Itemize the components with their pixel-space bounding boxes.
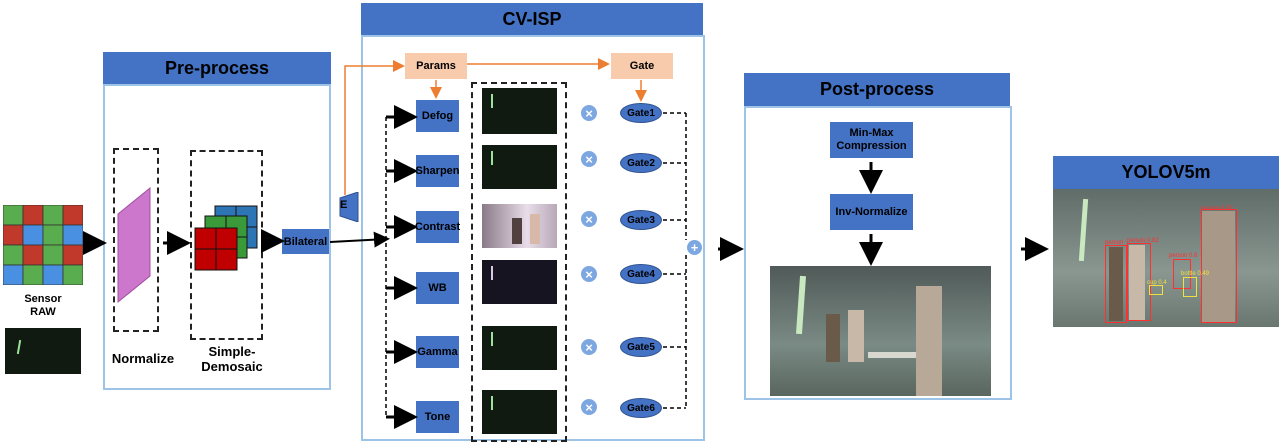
module-wb: WB xyxy=(416,272,459,304)
encoder-shape xyxy=(337,191,359,223)
gate-box: Gate xyxy=(611,53,673,79)
multiply-icon-4: × xyxy=(581,266,597,282)
multiply-icon-1: × xyxy=(581,105,597,121)
params-box: Params xyxy=(405,53,467,79)
gate-3: Gate3 xyxy=(620,210,662,230)
demosaic-label-2: Demosaic xyxy=(201,359,263,374)
detection-label-3: person 0.82 xyxy=(1127,238,1159,244)
sensor-label: Sensor xyxy=(24,293,62,305)
minmax-compression-box: Min-Max Compression xyxy=(830,122,913,158)
raw-label: RAW xyxy=(30,306,56,318)
contrast-thumbnail xyxy=(482,204,557,248)
demosaic-label-1: Simple- xyxy=(208,344,256,359)
multiply-icon-5: × xyxy=(581,339,597,355)
bayer-pattern-icon xyxy=(2,204,84,286)
module-tone: Tone xyxy=(416,401,459,433)
gate-6: Gate6 xyxy=(620,398,662,418)
yolo-output-image: person 0.92 person person 0.82 person 0.… xyxy=(1053,189,1279,327)
module-sharpen: Sharpen xyxy=(416,155,460,187)
sharpen-thumbnail xyxy=(482,145,557,189)
sum-icon: + xyxy=(687,240,702,255)
raw-thumbnail xyxy=(5,328,81,374)
multiply-icon-6: × xyxy=(581,399,597,415)
normalize-label: Normalize xyxy=(111,351,175,366)
gamma-thumbnail xyxy=(482,326,557,370)
gate-4: Gate4 xyxy=(620,264,662,284)
post-output-image xyxy=(770,266,991,396)
gate-1: Gate1 xyxy=(620,103,662,123)
minmax-label-2: Compression xyxy=(836,140,907,152)
multiply-icon-3: × xyxy=(581,211,597,227)
module-contrast: Contrast xyxy=(415,211,460,243)
inv-normalize-box: Inv-Normalize xyxy=(830,194,913,230)
tone-thumbnail xyxy=(482,390,557,434)
post-process-header: Post-process xyxy=(744,73,1010,106)
yolo-header: YOLOV5m xyxy=(1053,156,1279,189)
detection-label-4: person 0.6 xyxy=(1169,253,1198,259)
bilateral-box: Bilateral xyxy=(282,229,329,254)
pre-process-header: Pre-process xyxy=(103,52,331,84)
gate-5: Gate5 xyxy=(620,337,662,357)
detection-label-2: person xyxy=(1105,240,1124,246)
minmax-label-1: Min-Max xyxy=(849,127,894,139)
detection-label-5: bottle 0.49 xyxy=(1181,271,1210,277)
multiply-icon-2: × xyxy=(581,151,597,167)
module-gamma: Gamma xyxy=(416,336,459,368)
detection-label-6: cup 0.4 xyxy=(1147,280,1167,286)
gate-2: Gate2 xyxy=(620,153,662,173)
encoder-label: E xyxy=(340,199,348,211)
thumbnails-box xyxy=(471,82,567,442)
defog-thumbnail xyxy=(482,88,557,134)
cv-isp-header: CV-ISP xyxy=(361,3,703,35)
module-defog: Defog xyxy=(416,100,459,132)
wb-thumbnail xyxy=(482,260,557,304)
normalize-box xyxy=(113,148,159,332)
post-process-panel xyxy=(744,106,1012,400)
detection-label-1: person 0.92 xyxy=(1201,206,1233,212)
demosaic-stack-icon xyxy=(193,204,261,276)
normalize-layer-icon xyxy=(116,186,154,304)
